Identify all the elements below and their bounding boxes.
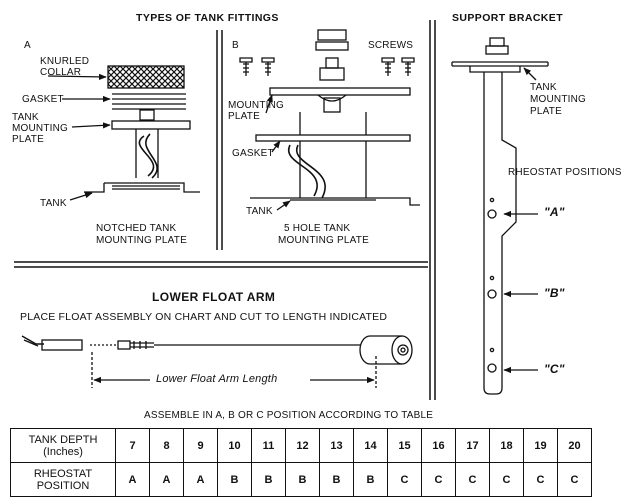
mounting-plate-a [111, 120, 191, 130]
knurled-collar [107, 65, 185, 89]
fitting-a-caption-1: NOTCHED TANK [96, 223, 177, 234]
depth-cell: 18 [489, 428, 524, 463]
float-arm-instruction: PLACE FLOAT ASSEMBLY ON CHART AND CUT TO… [20, 311, 388, 323]
rheostat-position-header: RHEOSTAT POSITION [10, 462, 116, 497]
depth-cell: 13 [319, 428, 354, 463]
fitting-b-letter: B [232, 40, 239, 51]
rheostat-position-header-line-1: RHEOSTAT [33, 467, 93, 480]
position-cell: C [421, 462, 456, 497]
depth-cell: 8 [149, 428, 184, 463]
position-cell: A [115, 462, 150, 497]
depth-cell: 15 [387, 428, 422, 463]
mounting-plate-a-label-1: TANK [12, 112, 39, 123]
screws-label: SCREWS [368, 40, 414, 51]
depth-cell: 14 [353, 428, 388, 463]
depth-cell: 7 [115, 428, 150, 463]
tank-depth-header-line-2: (Inches) [43, 445, 83, 458]
depth-cell: 11 [251, 428, 286, 463]
position-cell: C [523, 462, 558, 497]
bracket-plate-label-1: TANK [530, 82, 557, 93]
bracket-plate-label-2: MOUNTING [530, 94, 587, 105]
tank-a-label: TANK [40, 198, 67, 209]
divider-lines [14, 20, 436, 400]
bracket-title: SUPPORT BRACKET [452, 12, 564, 24]
bracket-plate-label-3: PLATE [530, 106, 562, 117]
position-cell: B [319, 462, 354, 497]
fitting-a-caption-2: MOUNTING PLATE [96, 235, 187, 246]
depth-cell: 9 [183, 428, 218, 463]
depth-cell: 17 [455, 428, 490, 463]
knurled-collar-label-2: COLLAR [40, 67, 82, 78]
gasket-a-label: GASKET [22, 94, 64, 105]
position-cell: B [251, 462, 286, 497]
depth-cell: 16 [421, 428, 456, 463]
position-cell: C [557, 462, 592, 497]
depth-cell: 12 [285, 428, 320, 463]
depth-cell: 19 [523, 428, 558, 463]
position-cell: B [353, 462, 388, 497]
fitting-a-drawing [47, 65, 200, 201]
position-cell: B [217, 462, 252, 497]
float-arm-drawing [21, 335, 413, 388]
position-c-label: "C" [544, 362, 565, 376]
fitting-a-letter: A [24, 40, 31, 51]
mounting-plate-a-label-2: MOUNTING [12, 123, 69, 134]
tank-depth-header-line-1: TANK DEPTH [28, 433, 98, 446]
position-cell: C [455, 462, 490, 497]
fitting-b-caption-1: 5 HOLE TANK [284, 223, 351, 234]
fitting-b-caption-2: MOUNTING PLATE [278, 235, 369, 246]
mounting-plate-a-label-3: PLATE [12, 134, 44, 145]
rheostat-table: TANK DEPTH (Inches) 7 8 9 10 11 12 13 14… [10, 428, 592, 497]
float-arm-length-label: Lower Float Arm Length [156, 373, 278, 385]
rheostat-position-header-line-2: POSITION [36, 479, 90, 492]
mounting-plate-b-label-1: MOUNTING [228, 100, 285, 111]
support-bracket-drawing [451, 37, 549, 395]
depth-cell: 10 [217, 428, 252, 463]
position-cell: C [387, 462, 422, 497]
position-cell: B [285, 462, 320, 497]
fitting-b-drawing [239, 29, 420, 211]
fittings-title: TYPES OF TANK FITTINGS [136, 12, 279, 24]
mounting-plate-b-label-2: PLATE [228, 111, 260, 122]
gasket-b-label: GASKET [232, 148, 274, 159]
table-row: TANK DEPTH (Inches) 7 8 9 10 11 12 13 14… [10, 428, 592, 463]
table-row: RHEOSTAT POSITION A A A B B B B B C C C … [10, 462, 592, 497]
table-caption: ASSEMBLE IN A, B OR C POSITION ACCORDING… [144, 410, 434, 421]
position-cell: A [149, 462, 184, 497]
position-cell: A [183, 462, 218, 497]
position-b-label: "B" [544, 286, 565, 300]
float-arm-title: LOWER FLOAT ARM [152, 290, 276, 304]
tank-b-label: TANK [246, 206, 273, 217]
depth-cell: 20 [557, 428, 592, 463]
tank-depth-header: TANK DEPTH (Inches) [10, 428, 116, 463]
knurled-collar-label-1: KNURLED [40, 56, 90, 67]
rheostat-positions-label: RHEOSTAT POSITIONS [508, 167, 622, 178]
position-cell: C [489, 462, 524, 497]
position-a-label: "A" [544, 205, 565, 219]
